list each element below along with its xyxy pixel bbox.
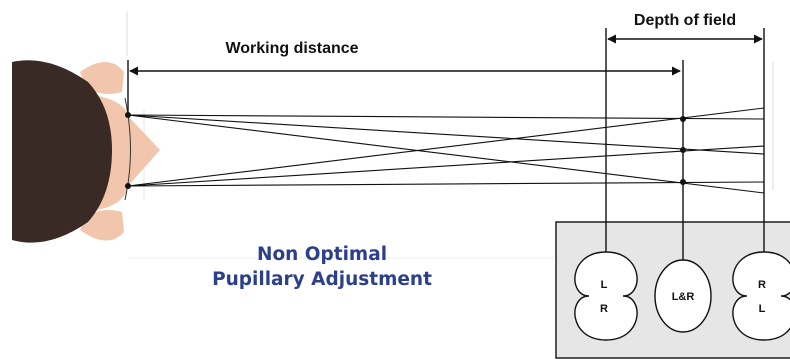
single-image-outline [654, 259, 712, 333]
image-panel: L R L&R R L [555, 221, 790, 359]
caption-line-1: Non Optimal [257, 244, 387, 265]
optical-rays [127, 107, 765, 194]
ray [127, 114, 765, 120]
working-distance-label: Working distance [225, 40, 358, 57]
head-outline [124, 97, 131, 201]
focus-points [125, 112, 686, 189]
far-image-label-bottom: L [759, 303, 766, 315]
caption: Non Optimal Pupillary Adjustment [212, 244, 432, 290]
working-distance-dimension: Working distance [127, 40, 681, 116]
pupil-dot-bottom [125, 183, 131, 189]
focal-planes [605, 28, 765, 252]
focus-dot [680, 179, 686, 185]
ray [127, 107, 765, 187]
near-image-double: L R [574, 251, 638, 341]
ray [127, 114, 765, 155]
near-image-label-top: L [601, 279, 608, 291]
focus-image-single: L&R [654, 259, 712, 333]
far-image-double: R L [732, 251, 790, 341]
far-image-label-top: R [758, 279, 766, 291]
double-image-outline [574, 251, 638, 341]
caption-line-2: Pupillary Adjustment [212, 269, 432, 290]
depth-of-field-label: Depth of field [634, 12, 736, 29]
ray [127, 114, 765, 194]
near-image-label-bottom: R [600, 303, 608, 315]
ray [127, 181, 765, 187]
focus-image-label: L&R [672, 291, 695, 303]
face [95, 95, 160, 210]
pupil-dot-top [125, 112, 131, 118]
head-illustration [12, 60, 160, 243]
ray [127, 145, 765, 187]
focus-dot [680, 147, 686, 153]
double-image-outline [732, 251, 790, 341]
hair [12, 60, 112, 243]
depth-of-field-dimension: Depth of field [607, 12, 763, 44]
focus-dot [680, 116, 686, 122]
